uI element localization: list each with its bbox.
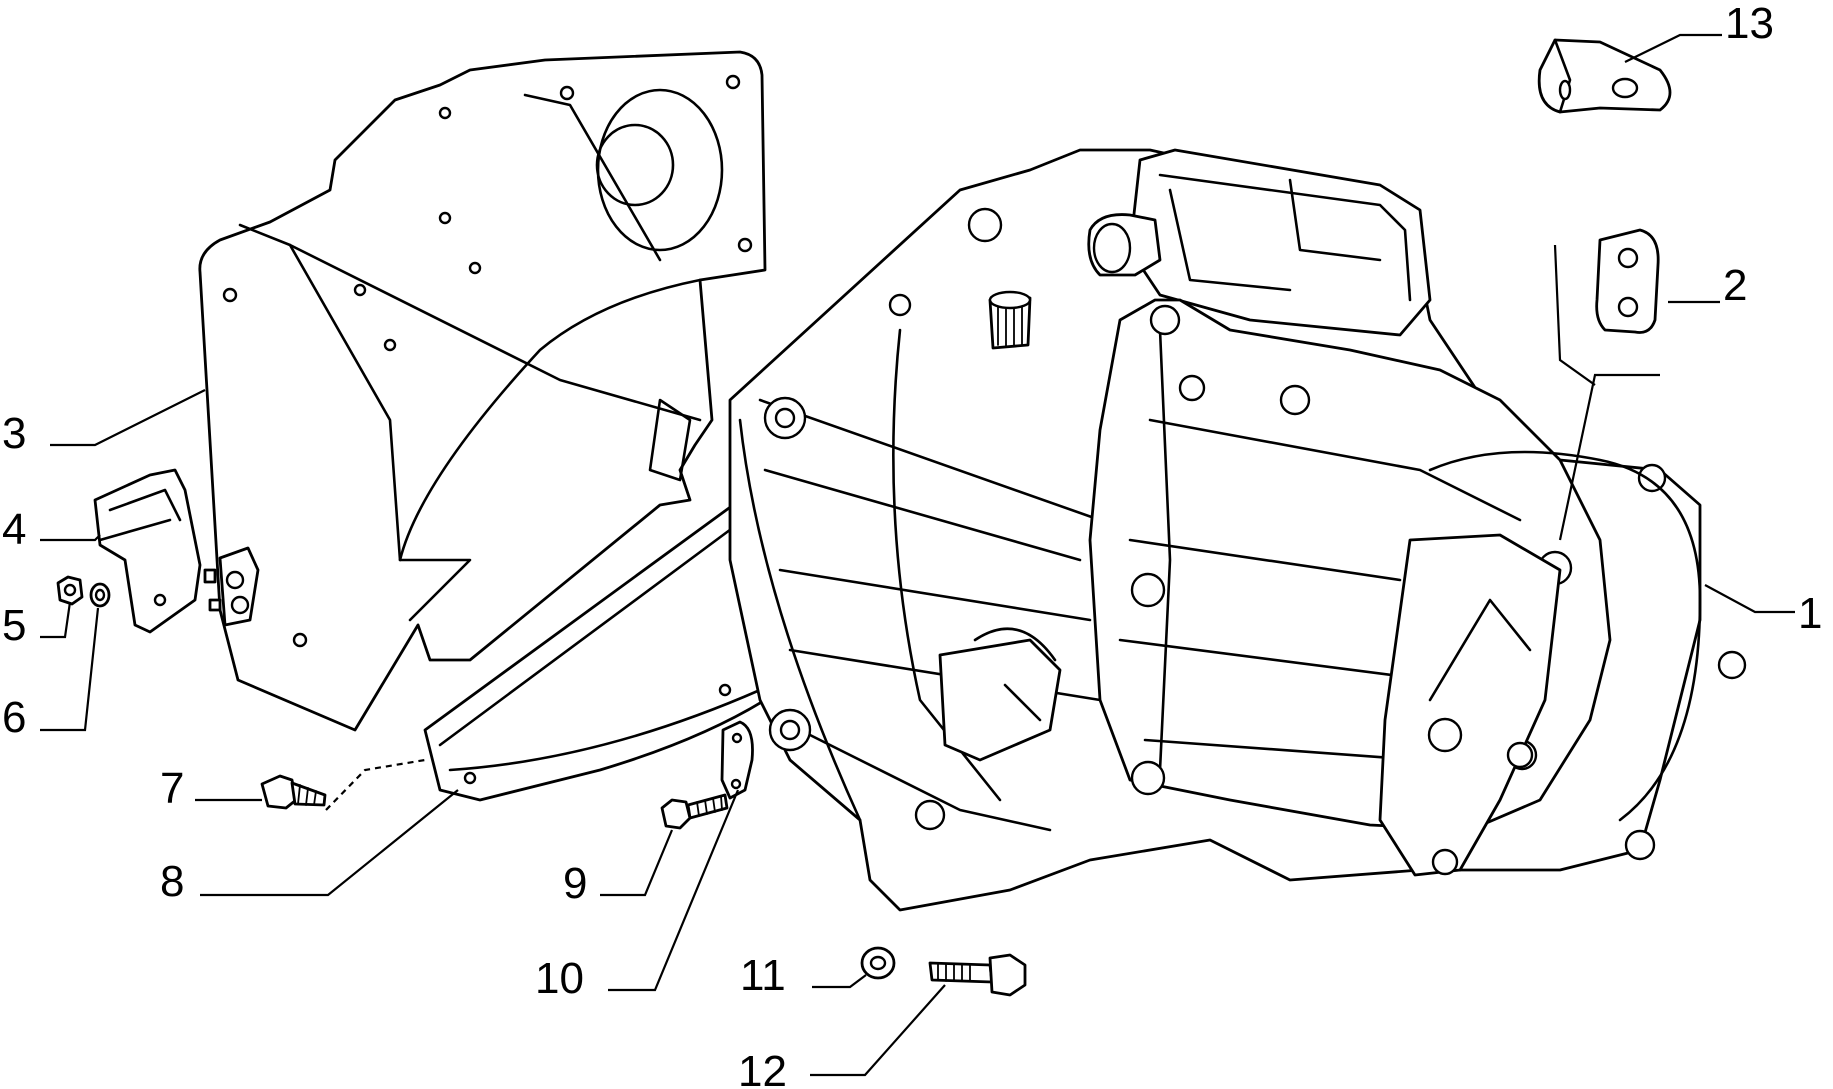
part-12-bolt bbox=[928, 953, 1027, 997]
leader-8 bbox=[200, 789, 459, 897]
part-7-stud-bolt bbox=[260, 774, 327, 810]
leader-3 bbox=[50, 389, 206, 447]
callout-2: 2 bbox=[1723, 261, 1747, 310]
leader-6 bbox=[40, 607, 100, 732]
callout-6: 6 bbox=[2, 693, 26, 742]
callout-10: 10 bbox=[535, 954, 584, 1003]
callout-7: 7 bbox=[160, 764, 184, 813]
leader-11 bbox=[812, 974, 867, 989]
leader-12 bbox=[810, 984, 946, 1077]
leader-9 bbox=[600, 829, 674, 897]
callout-5: 5 bbox=[2, 601, 26, 650]
leader-1 bbox=[1704, 584, 1795, 614]
leader-7-dashed bbox=[325, 758, 426, 811]
part-5-nut bbox=[56, 575, 84, 606]
callout-8: 8 bbox=[160, 857, 184, 906]
callout-11: 11 bbox=[740, 951, 786, 1000]
callout-9: 9 bbox=[563, 859, 587, 908]
leader-4 bbox=[40, 534, 101, 542]
part-10-cover-plate bbox=[720, 720, 754, 800]
part-9-bolt bbox=[660, 793, 729, 830]
callout-12: 12 bbox=[738, 1047, 787, 1089]
callout-3: 3 bbox=[2, 409, 26, 458]
leader-5 bbox=[40, 601, 72, 639]
leader-lines bbox=[40, 33, 1795, 1077]
callout-4: 4 bbox=[2, 505, 26, 554]
part-6-washer bbox=[89, 582, 111, 608]
callout-1: 1 bbox=[1798, 589, 1822, 638]
leader-13 bbox=[1624, 33, 1722, 63]
leader-10 bbox=[608, 789, 740, 992]
callout-13: 13 bbox=[1725, 0, 1774, 48]
part-8-lower-shield bbox=[423, 498, 767, 802]
part-3-cover-plate bbox=[198, 50, 767, 732]
leader-1-ref-a bbox=[1553, 244, 1596, 386]
part-4-bracket bbox=[93, 468, 260, 634]
leader-1-ref-b bbox=[1558, 373, 1660, 541]
part-1-gearbox-housing bbox=[728, 148, 1747, 912]
part-2-plate bbox=[1595, 228, 1660, 334]
part-13-bracket bbox=[1537, 38, 1672, 114]
part-11-washer bbox=[860, 946, 896, 980]
